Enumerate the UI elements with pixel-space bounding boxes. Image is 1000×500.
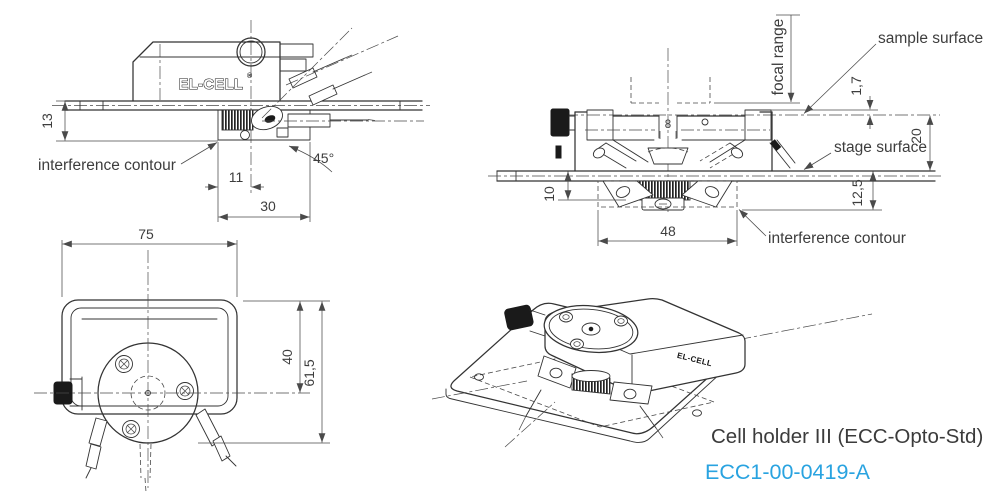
dimension-10: 10 <box>541 171 626 202</box>
iso-view: EL-CELL <box>431 298 873 448</box>
interference-contour-callout-left: interference contour <box>38 142 218 174</box>
right-port <box>699 142 744 169</box>
el-cell-logo: EL-CELL <box>179 77 244 93</box>
part-number: ECC1-00-0419-A <box>705 460 871 484</box>
dimension-61-5: 61,5 <box>198 301 330 444</box>
registered-mark: ® <box>247 72 253 80</box>
dim-45-label: 45° <box>313 150 334 166</box>
side-view: EL-CELL ® 45° 13 <box>38 20 430 222</box>
dimension-75: 75 <box>61 226 238 297</box>
side-interference-parts <box>217 27 424 141</box>
dim-48-label: 48 <box>660 223 676 239</box>
dim-20-label: 20 <box>908 128 924 144</box>
iso-holder: EL-CELL <box>504 298 746 439</box>
dimension-48: 48 <box>597 210 738 246</box>
dimension-12-5: 12,5 <box>742 171 882 211</box>
top-view-body <box>61 299 238 415</box>
left-port <box>592 142 637 169</box>
stage-surface-label: stage surface <box>834 139 927 156</box>
title-block: Cell holder III (ECC-Opto-Std) ECC1-00-0… <box>705 425 983 484</box>
interference-contour-label-left: interference contour <box>38 157 176 174</box>
focal-range-label: focal range <box>770 19 787 96</box>
top-view: 75 40 61,5 <box>34 226 330 493</box>
dimension-30: 30 <box>218 142 311 222</box>
section-view: 8 focal range sample surface 1,7 stage s… <box>488 14 983 247</box>
dimension-45: 45° <box>288 145 334 173</box>
dimension-focal-range: focal range <box>714 14 800 104</box>
section-stage-plate <box>488 170 942 182</box>
dim-75-label: 75 <box>138 226 154 242</box>
dimension-11: 11 <box>205 142 264 222</box>
top-view-screws <box>115 355 194 438</box>
dim-11-label: 11 <box>229 169 244 185</box>
dimension-1-7: 1,7 <box>848 76 874 129</box>
dim-8-label: 8 <box>665 119 671 131</box>
side-holder-body <box>132 35 399 106</box>
dimension-20: 20 <box>908 115 934 171</box>
dimension-40: 40 <box>243 300 330 393</box>
dim-1-7-label: 1,7 <box>848 76 864 96</box>
stage-surface-callout: stage surface <box>803 139 927 170</box>
sample-surface-label: sample surface <box>878 30 983 47</box>
dimension-13: 13 <box>39 100 218 142</box>
section-holder-body <box>550 108 796 172</box>
dim-12-5-label: 12,5 <box>849 179 865 206</box>
dimension-8: 8 <box>659 119 677 139</box>
top-view-syringes <box>85 408 237 493</box>
sample-surface-callout: sample surface <box>803 30 983 114</box>
side-syringes-upper <box>285 35 399 106</box>
dim-13-label: 13 <box>39 113 55 129</box>
dim-30-label: 30 <box>260 198 276 214</box>
interference-contour-callout-right: interference contour <box>738 209 906 247</box>
dim-40-label: 40 <box>279 349 295 365</box>
dim-10-label: 10 <box>541 186 557 202</box>
interference-contour-label-right: interference contour <box>768 230 906 247</box>
dim-61-5-label: 61,5 <box>301 359 317 386</box>
iso-knob <box>504 304 534 331</box>
product-name: Cell holder III (ECC-Opto-Std) <box>711 425 983 448</box>
section-interference-parts <box>597 180 738 211</box>
objective-outline <box>630 77 711 104</box>
